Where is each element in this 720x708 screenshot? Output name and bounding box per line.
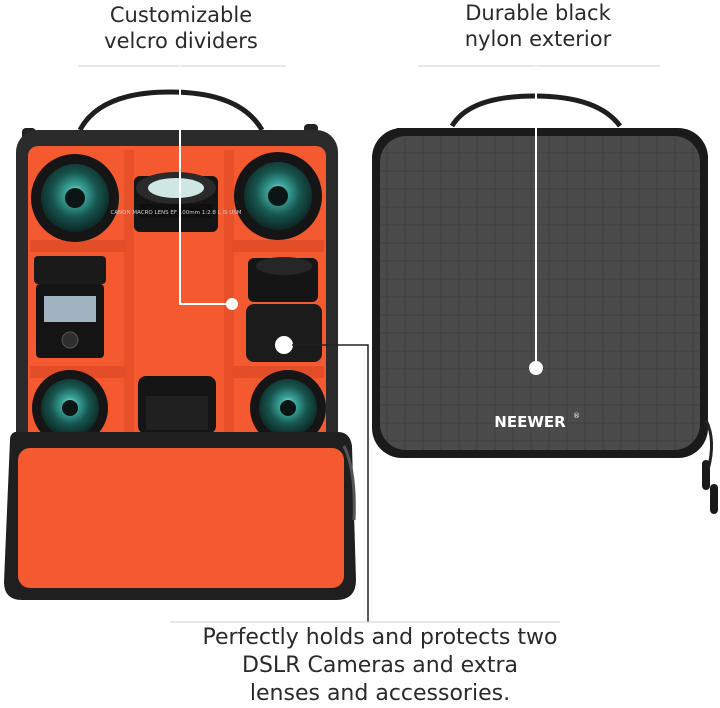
lens-bottom-right: [250, 370, 326, 446]
lens-bottom-left: [32, 370, 108, 446]
camera-body: [246, 257, 322, 362]
lens-top-right: [234, 152, 322, 240]
pointer-dot-exterior: [529, 361, 543, 375]
lens-top-left: [31, 154, 119, 242]
open-case: CANON MACRO LENS EF 100mm 1:2.8 L IS USM: [4, 66, 369, 622]
neewer-logo: NEEWER: [494, 413, 566, 431]
case-handle: [77, 89, 265, 132]
pointer-dot-dividers: [226, 298, 238, 310]
registered-mark: ®: [573, 412, 580, 420]
pointer-dot-camera: [275, 336, 293, 354]
flash-unit: [34, 256, 106, 358]
macro-lens: CANON MACRO LENS EF 100mm 1:2.8 L IS USM: [110, 172, 242, 434]
leader-dividers: [179, 66, 232, 305]
closed-case-fabric: [380, 136, 700, 450]
caption-exterior-line-1: Durable black: [465, 1, 611, 25]
caption-capacity-line-1: Perfectly holds and protects two: [202, 625, 558, 650]
caption-dividers: Customizable velcro dividers: [76, 2, 286, 55]
caption-dividers-line-1: Customizable: [109, 3, 253, 27]
caption-dividers-line-2: velcro dividers: [104, 29, 258, 54]
caption-capacity-line-2: DSLR Cameras and extra: [242, 653, 518, 679]
lens-print: CANON MACRO LENS EF 100mm 1:2.8 L IS USM: [110, 210, 241, 216]
leader-bottom: [292, 344, 369, 622]
caption-exterior-line-2: nylon exterior: [464, 27, 612, 52]
closed-case: NEEWER ®: [372, 66, 718, 514]
closed-handle: [449, 93, 623, 128]
caption-capacity: Perfectly holds and protects two DSLR Ca…: [170, 624, 590, 708]
lid-lining: [18, 448, 344, 588]
caption-exterior: Durable black nylon exterior: [418, 0, 658, 53]
zipper-pull-1: [702, 460, 710, 490]
caption-capacity-line-3: lenses and accessories.: [249, 681, 511, 707]
zipper-pull-2: [710, 484, 718, 514]
